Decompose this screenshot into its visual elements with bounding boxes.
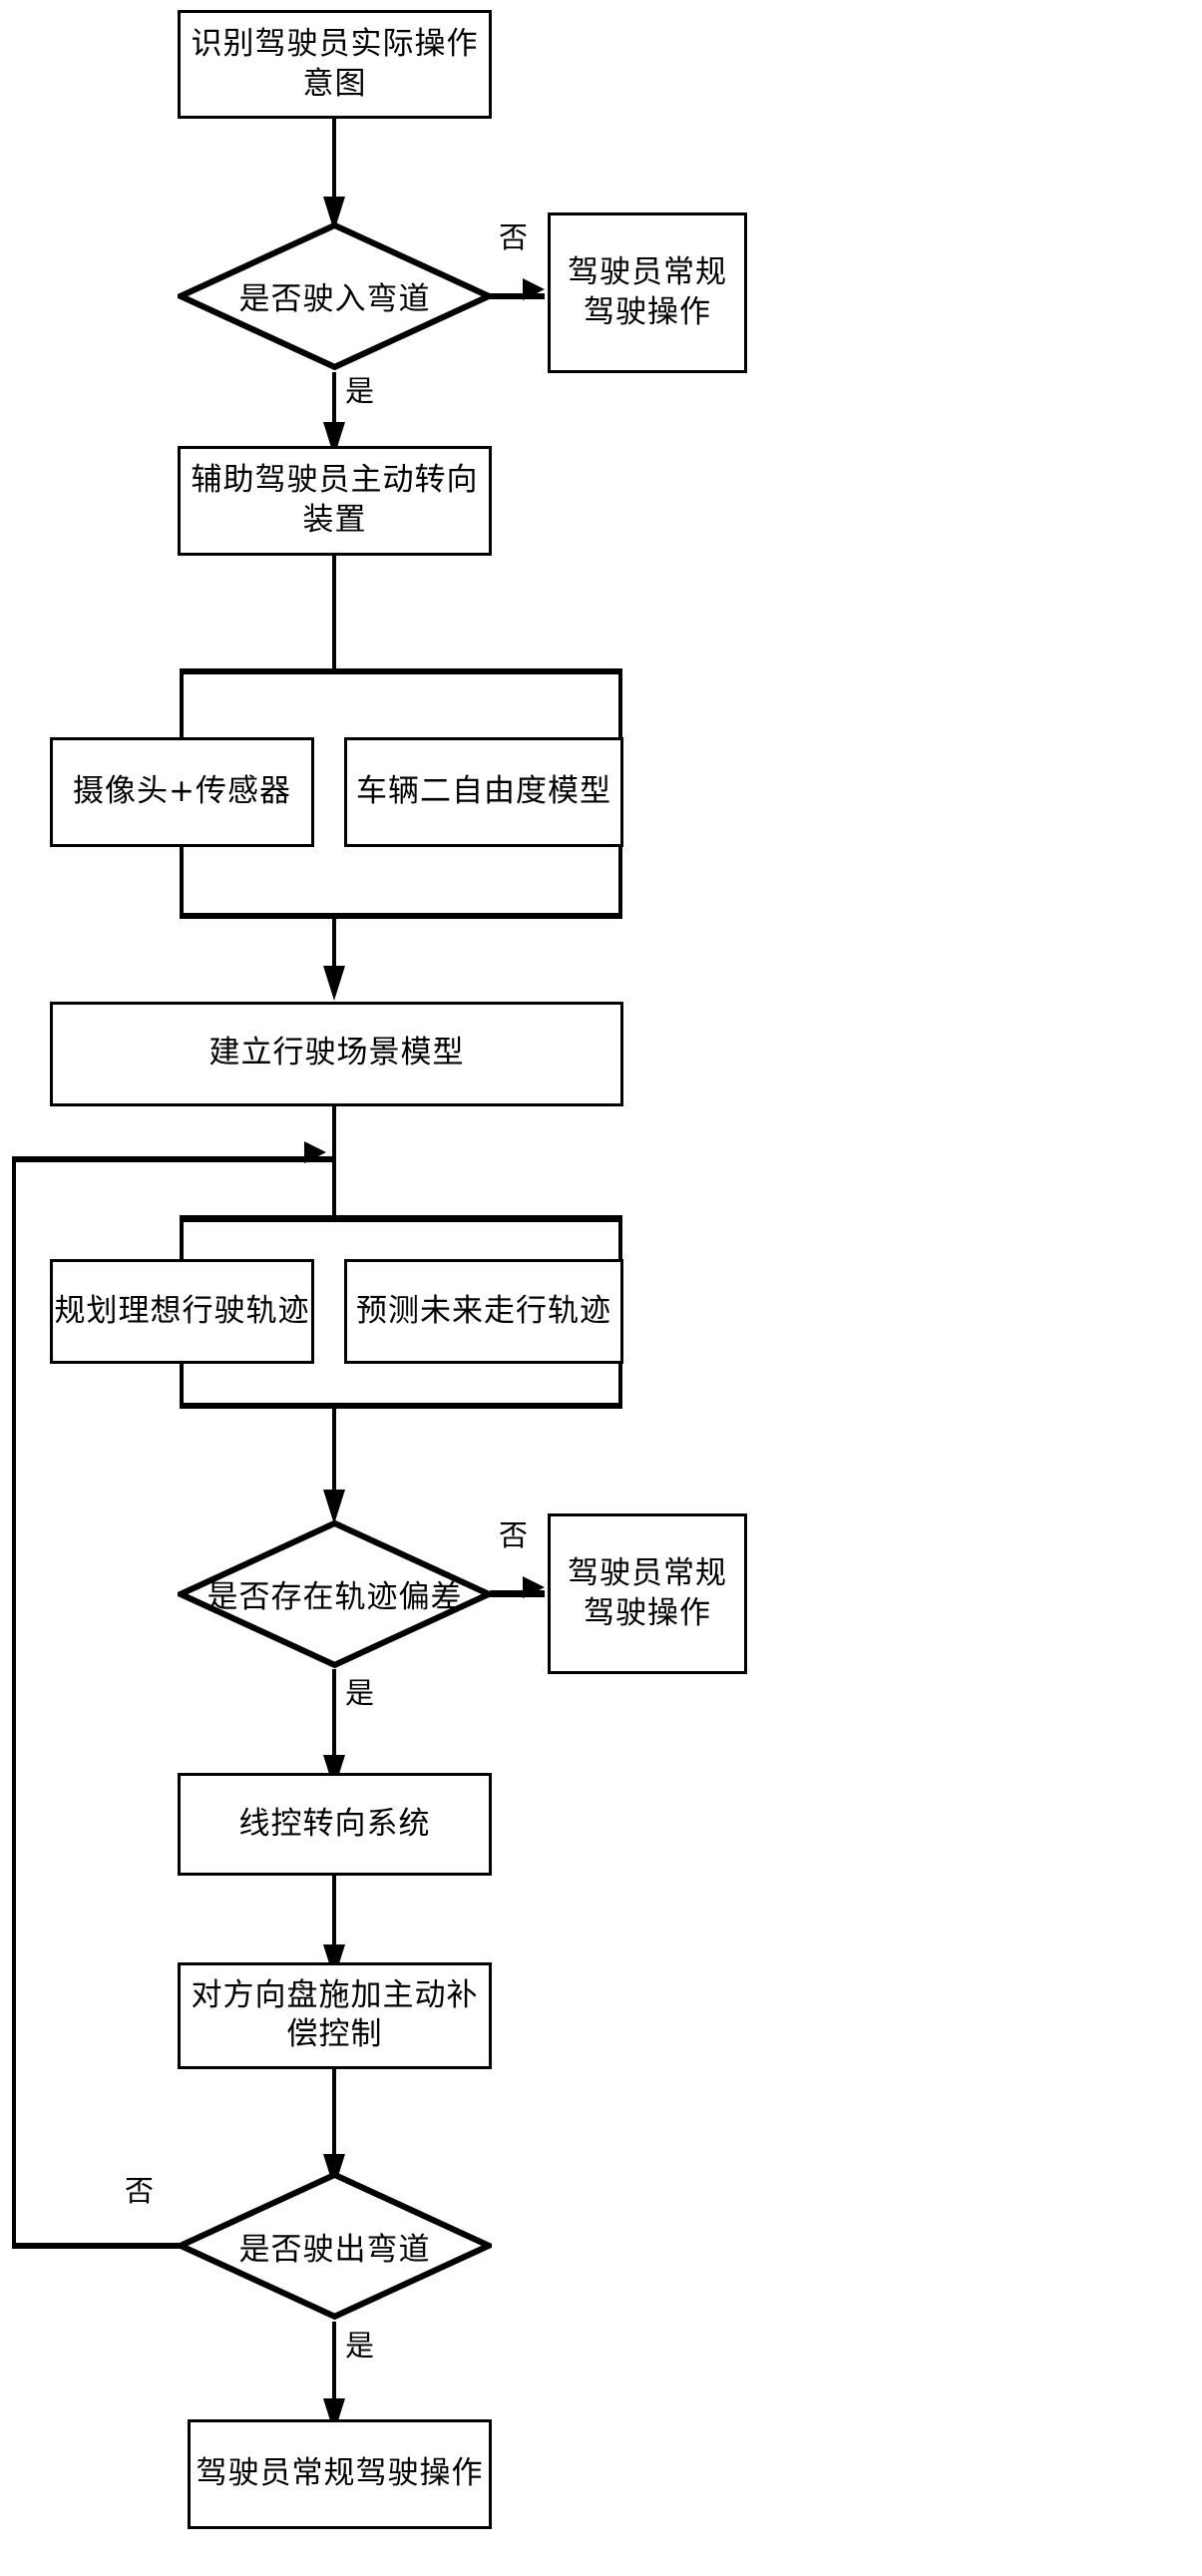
node-camera-sensor: 摄像头+传感器	[50, 737, 314, 847]
edge-label-d1-yes: 是	[345, 373, 375, 408]
decision-exit-curve	[178, 2170, 492, 2322]
edge-d1-yes	[332, 371, 336, 437]
edge-n3-down	[332, 555, 336, 671]
edge-d1-no	[490, 292, 545, 300]
arrowhead-n1-to-d1	[323, 196, 345, 231]
node-predict-future-trajectory: 预测未来走行轨迹	[344, 1258, 623, 1364]
edge-label-d2-no: 否	[499, 1517, 529, 1552]
edge-n10-to-n11	[332, 1876, 336, 1959]
edge-label-d3-no: 否	[125, 2173, 155, 2208]
node-normal-drive-bottom: 驾驶员常规驾驶操作	[188, 2419, 492, 2530]
node-vehicle-2dof-model: 车辆二自由度模型	[344, 737, 623, 847]
bus-bottom-right-rise	[618, 846, 622, 920]
arrowhead-feedback-join	[304, 1141, 326, 1164]
bus2-bottom-merge	[180, 1402, 622, 1410]
node-steer-by-wire: 线控转向系统	[178, 1772, 492, 1876]
node-identify-driver-intent: 识别驾驶员实际操作意图	[178, 9, 492, 120]
edge-label-d3-yes: 是	[345, 2328, 375, 2362]
edge-label-d2-yes: 是	[345, 1676, 375, 1711]
edge-n11-to-d3	[332, 2068, 336, 2169]
node-plan-ideal-trajectory: 规划理想行驶轨迹	[50, 1258, 314, 1364]
bus-top-right-drop	[618, 667, 622, 741]
bus-top-split	[180, 667, 622, 675]
bus2-top-left-drop	[180, 1215, 184, 1261]
bus-bottom-left-rise	[180, 846, 184, 920]
edge-d3-no-vertical	[12, 1155, 16, 2250]
edge-d2-no	[490, 1590, 545, 1597]
arrowhead-merge2-to-d2	[323, 1489, 345, 1524]
bus2-bottom-right-rise	[618, 1363, 622, 1410]
node-active-compensation: 对方向盘施加主动补偿控制	[178, 1962, 492, 2069]
arrowhead-d2-no	[523, 1575, 545, 1598]
node-assist-steering-device: 辅助驾驶员主动转向装置	[178, 446, 492, 556]
decision-trajectory-deviation	[178, 1518, 492, 1670]
edge-label-d1-no: 否	[499, 220, 529, 255]
bus2-top-right-drop	[618, 1215, 622, 1261]
arrowhead-merge-to-n6	[323, 966, 345, 1002]
bus2-bottom-left-rise	[180, 1363, 184, 1410]
decision-enter-curve	[178, 220, 492, 372]
node-normal-drive-top: 驾驶员常规 驾驶操作	[548, 213, 747, 374]
edge-d3-no-horizontal	[12, 2242, 182, 2250]
edge-merge-to-n6	[332, 912, 336, 981]
edge-d3-yes	[332, 2322, 336, 2415]
bus-bottom-merge	[180, 912, 622, 920]
edge-d2-yes	[332, 1669, 336, 1770]
node-normal-drive-mid: 驾驶员常规 驾驶操作	[548, 1512, 747, 1675]
node-build-scene-model: 建立行驶场景模型	[50, 1001, 623, 1106]
feedback-horizontal-top	[12, 1155, 336, 1163]
arrowhead-d1-no	[523, 278, 545, 301]
bus2-top-split	[180, 1215, 622, 1222]
edge-n1-to-d1	[332, 119, 336, 212]
bus-top-left-drop	[180, 667, 184, 741]
edge-merge2-to-d2	[332, 1402, 336, 1507]
